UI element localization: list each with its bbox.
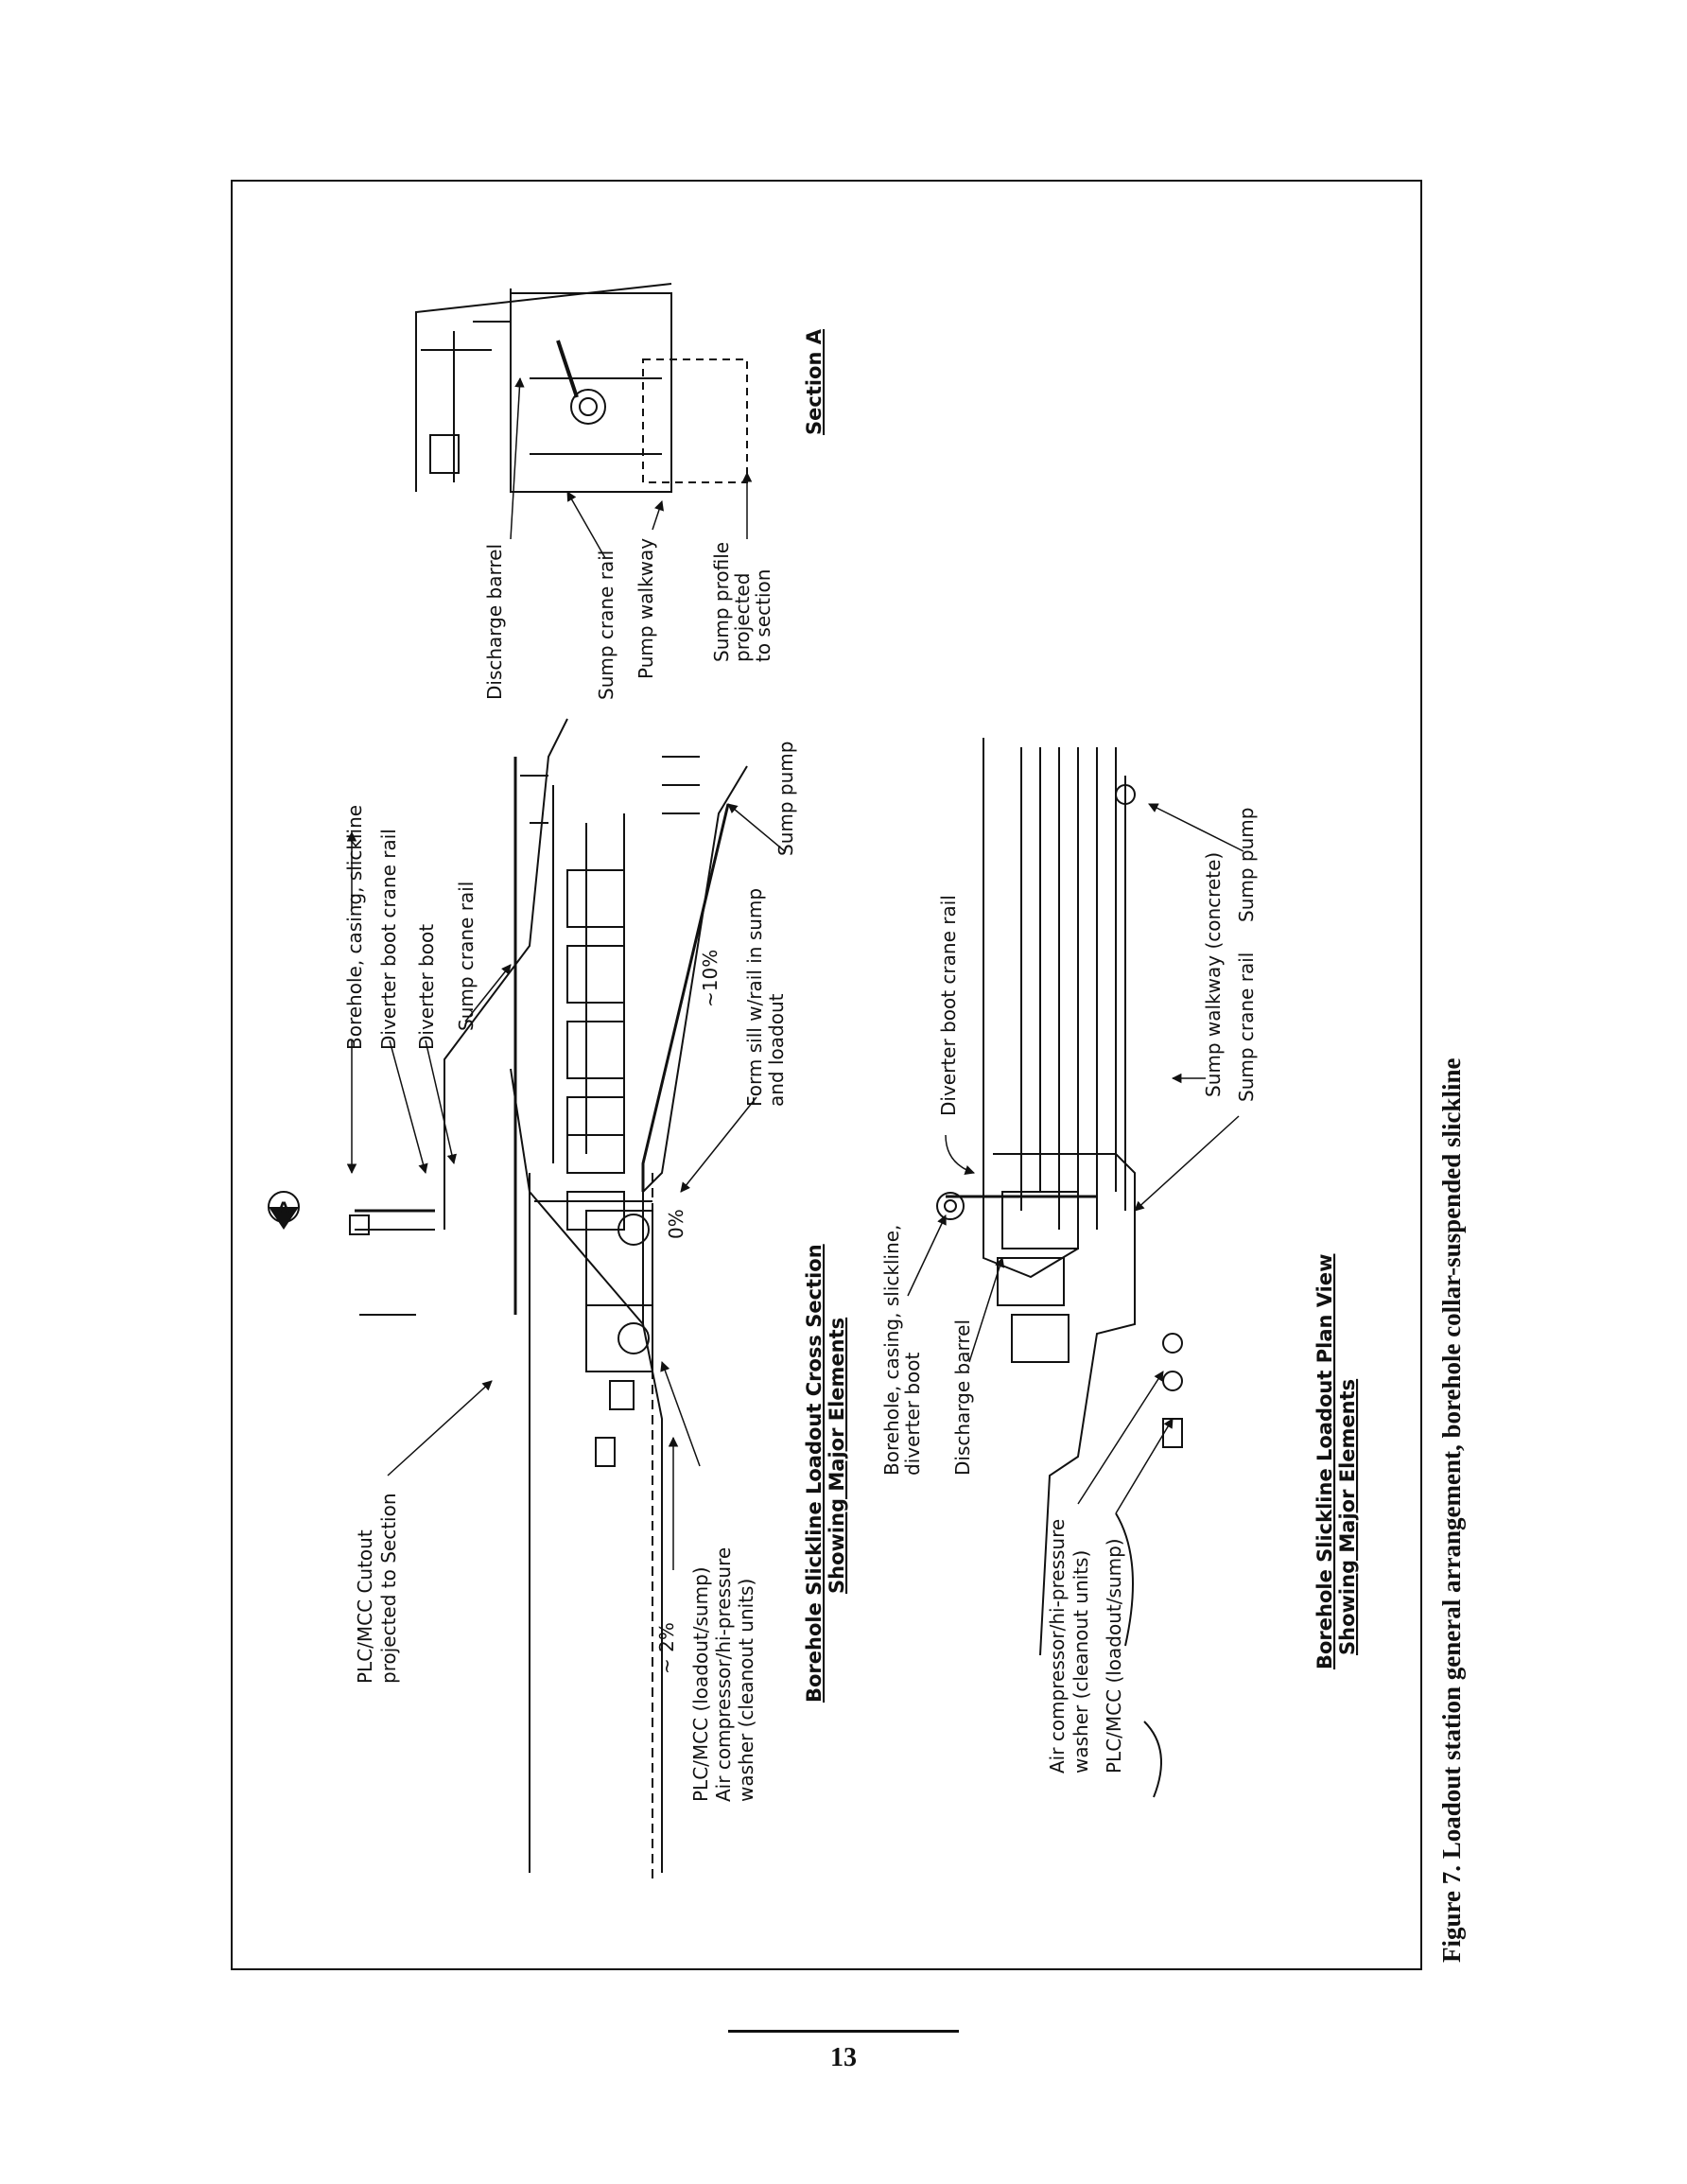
plan-title-2: Showing Major Elements [1336,1379,1359,1655]
section-a-label-sump-crane-rail: Sump crane rail [595,550,617,700]
section-a-label-sump-profile-1: Sump profile [710,542,733,662]
section-a-leader-discharge [510,376,525,540]
xs-label-form-sill-1: Form sill w/rail in sump [743,888,766,1107]
section-a-leader-crane-rail [566,491,606,559]
xs-label-slope-2: ~ 2% [655,1622,678,1674]
xs-label-borehole: Borehole, casing, slickline [343,805,366,1050]
section-a-label-sump-profile-3: to section [752,569,774,662]
plan-label-air-comp-1: Air compressor/hi-pressure [1046,1519,1069,1773]
xs-title-2: Showing Major Elements [826,1318,848,1594]
page-number: 13 [830,2043,857,2072]
xs-label-plc-cutout-2: projected to Section [377,1493,400,1684]
figure-frame [231,180,1422,1970]
plan-label-diverter-boot-crane-rail: Diverter boot crane rail [937,895,960,1116]
xs-label-slope-10: ~10% [699,950,722,1007]
section-a-label-sump-profile-2: projected [731,573,754,662]
plan-leaders [907,803,1244,1514]
section-a-label-discharge-barrel: Discharge barrel [483,544,506,700]
xs-label-plc-cutout-1: PLC/MCC Cutout [354,1529,376,1684]
plan-label-borehole-2: diverter boot [901,1352,924,1476]
plan-label-sump-walkway: Sump walkway (concrete) [1202,852,1225,1097]
plan-label-sump-pump: Sump pump [1235,808,1258,922]
section-a-title: Section A [803,328,826,435]
xs-label-form-sill-2: and loadout [765,993,788,1107]
section-marker-label: A [278,1198,290,1216]
plan-label-air-comp-2: washer (cleanout units) [1070,1550,1092,1773]
page-number-rule [728,2030,959,2033]
plan-label-discharge-barrel: Discharge barrel [951,1319,974,1476]
plan-label-plc: PLC/MCC (loadout/sump) [1103,1538,1125,1773]
xs-label-sump-pump: Sump pump [774,742,797,856]
figure-caption: Figure 7. Loadout station general arrang… [1437,1057,1466,1963]
plan-view-drawing [936,738,1183,1798]
xs-leaders [346,803,786,1570]
xs-label-diverter-boot-crane-rail: Diverter boot crane rail [377,829,400,1050]
xs-title-1: Borehole Slickline Loadout Cross Section [803,1244,826,1703]
plan-label-borehole-1: Borehole, casing, slickline, [880,1225,903,1476]
xs-label-plc-units-1: PLC/MCC (loadout/sump) [689,1566,712,1802]
xs-label-sump-crane-rail: Sump crane rail [455,882,478,1031]
section-marker-arrow-icon [269,1207,299,1230]
cross-section-drawing [349,718,748,1882]
section-a-drawing [415,283,748,493]
section-a-label-pump-walkway: Pump walkway [635,538,657,679]
xs-label-slope-0: 0% [665,1209,687,1239]
xs-label-plc-units-3: washer (cleanout units) [735,1579,757,1802]
xs-label-diverter-boot: Diverter boot [415,924,438,1050]
section-a-leader-walkway [652,500,664,531]
plan-label-sump-crane-rail: Sump crane rail [1235,952,1258,1102]
xs-label-plc-units-2: Air compressor/hi-pressure [712,1547,735,1802]
plan-title-1: Borehole Slickline Loadout Plan View [1313,1254,1336,1669]
